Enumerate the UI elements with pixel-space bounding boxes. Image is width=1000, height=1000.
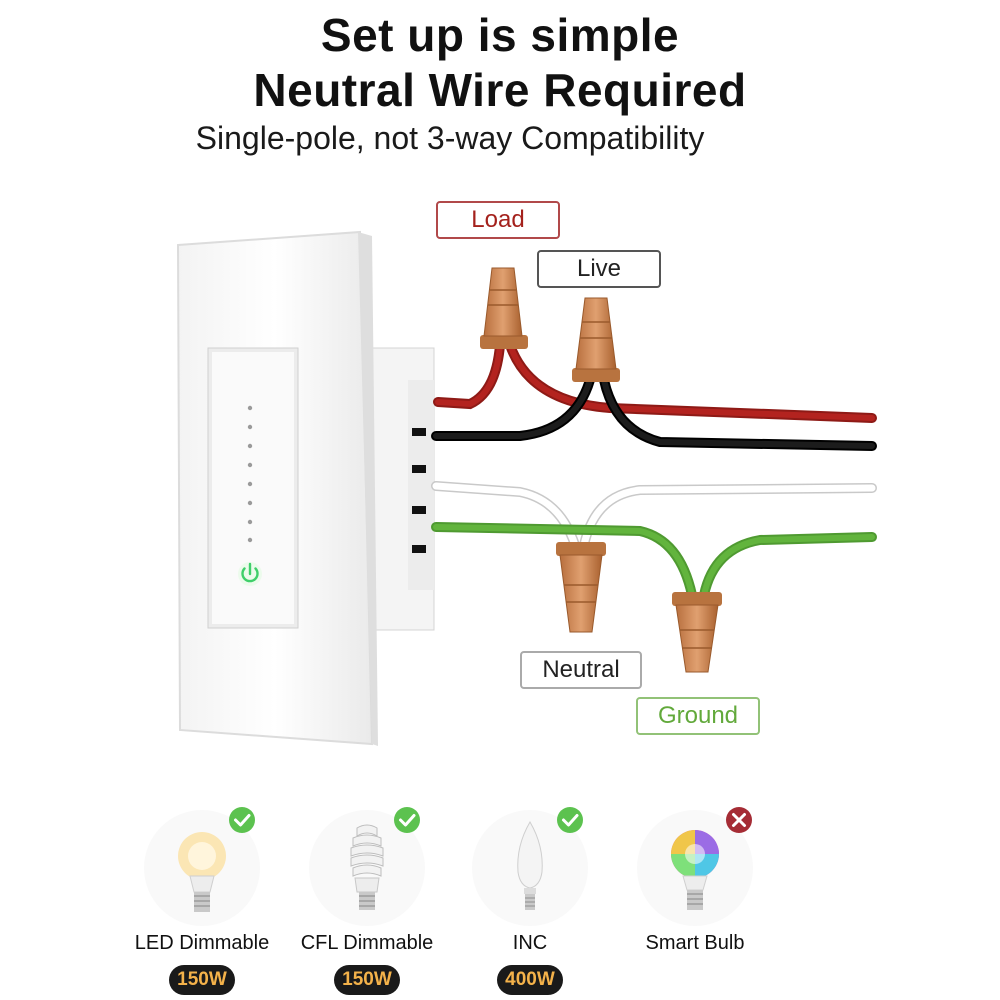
terminal-1 xyxy=(412,428,426,436)
bulb-name: LED Dimmable xyxy=(134,932,270,954)
load-label: Load xyxy=(436,201,560,239)
bulb-cfl-dimmable: CFL Dimmable 150W xyxy=(277,800,457,1000)
bulb-led-dimmable: LED Dimmable 150W xyxy=(112,800,292,1000)
wire-nut-ground xyxy=(672,592,722,673)
wiring-diagram xyxy=(176,230,877,746)
wire-nut-load xyxy=(480,267,528,349)
wattage-badge: 150W xyxy=(169,965,235,995)
terminal-4 xyxy=(412,545,426,553)
led-bulb-icon xyxy=(178,832,226,912)
cfl-bulb-icon xyxy=(350,824,384,910)
heading-line2: Neutral Wire Required xyxy=(253,64,747,116)
check-icon xyxy=(557,807,583,833)
bulb-name: CFL Dimmable xyxy=(300,932,434,954)
terminal-2 xyxy=(412,465,426,473)
live-wires xyxy=(431,375,877,451)
switch-body xyxy=(369,347,435,631)
heading-line1: Set up is simple xyxy=(320,9,680,61)
load-wires xyxy=(433,340,877,423)
switch-paddle[interactable] xyxy=(207,347,299,629)
heading-subtitle: Single-pole, not 3-way Compatibility xyxy=(195,120,705,156)
bulb-inc: INC 400W xyxy=(440,800,620,1000)
wattage-badge: 150W xyxy=(334,965,400,995)
wire-nut-live xyxy=(572,297,620,382)
ground-wires xyxy=(431,522,877,600)
terminal-3 xyxy=(412,506,426,514)
ground-label: Ground xyxy=(636,697,760,735)
check-icon xyxy=(229,807,255,833)
wire-nut-neutral xyxy=(556,542,606,633)
bulb-name: Smart Bulb xyxy=(645,932,745,954)
led-indicator-dots xyxy=(247,405,253,543)
check-icon xyxy=(394,807,420,833)
wattage-badge: 400W xyxy=(497,965,563,995)
power-icon[interactable] xyxy=(238,562,262,586)
bulb-smart: Smart Bulb xyxy=(605,800,785,1000)
live-label: Live xyxy=(537,250,661,288)
neutral-label: Neutral xyxy=(520,651,642,689)
cross-icon xyxy=(726,807,752,833)
bulb-name: INC xyxy=(512,932,548,954)
candle-bulb-icon xyxy=(517,821,543,910)
smart-bulb-icon xyxy=(671,830,719,910)
